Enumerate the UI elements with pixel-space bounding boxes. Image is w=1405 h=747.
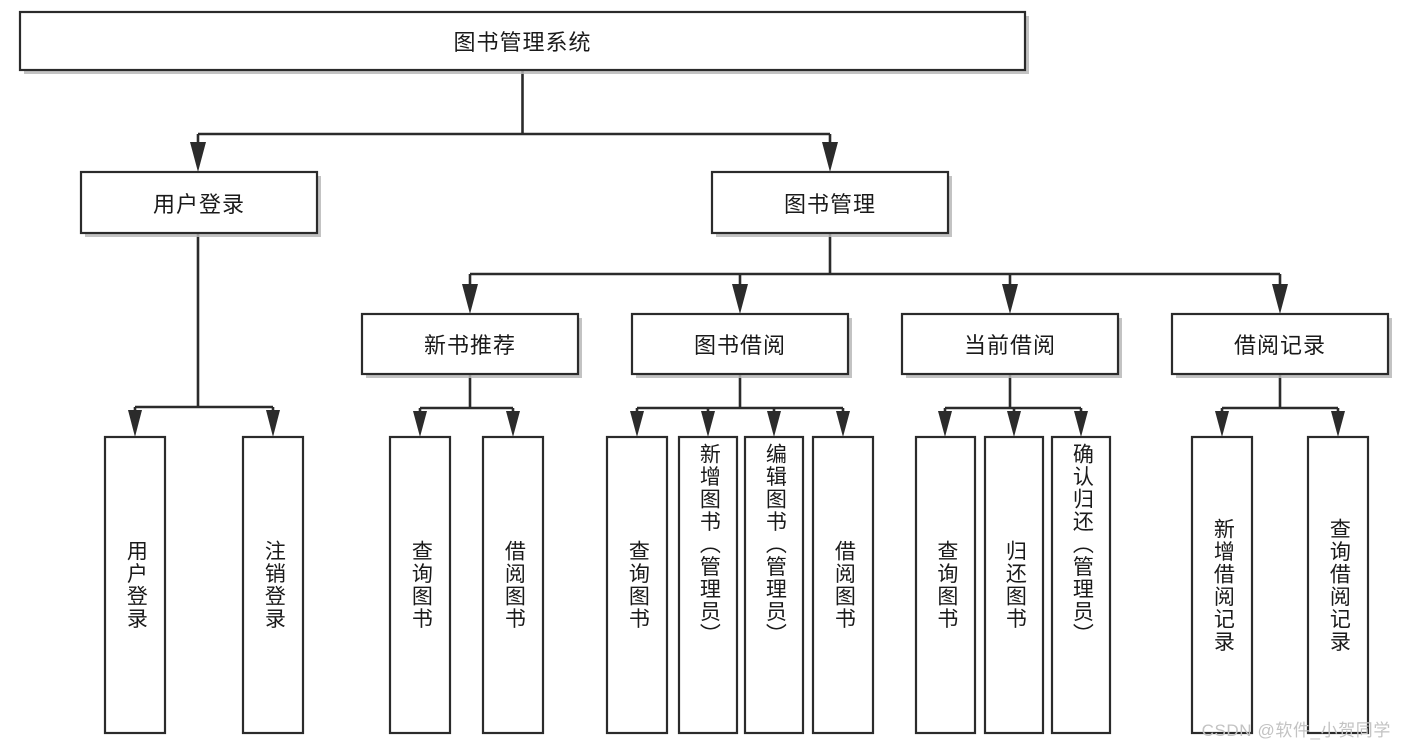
- arrow-leaf-return-book: [1007, 411, 1021, 437]
- arrow-to-current-borrow: [1002, 284, 1018, 314]
- leaf-box-12[interactable]: [1306, 435, 1370, 735]
- arrow-leaf-borrow-book-b: [836, 411, 850, 437]
- arrow-leaf-query-book-b: [630, 411, 644, 437]
- leaf-box-2[interactable]: [388, 435, 452, 735]
- leaf-box-6[interactable]: [743, 435, 805, 735]
- node-book-mgmt-box[interactable]: [710, 170, 950, 235]
- arrow-leaf-edit-book: [767, 411, 781, 437]
- node-new-book-rec-box[interactable]: [360, 312, 580, 376]
- arrow-to-new-book-rec: [462, 284, 478, 314]
- csdn-watermark: CSDN @软件_小贺同学: [1201, 721, 1391, 740]
- root-node-box[interactable]: [18, 10, 1027, 72]
- node-current-borrow-box[interactable]: [900, 312, 1120, 376]
- node-book-borrow-box[interactable]: [630, 312, 850, 376]
- leaf-box-9[interactable]: [983, 435, 1045, 735]
- edges-group: [128, 70, 1345, 437]
- arrow-leaf-query-book-c: [938, 411, 952, 437]
- arrow-leaf-add-book: [701, 411, 715, 437]
- leaf-box-10[interactable]: [1050, 435, 1112, 735]
- arrow-leaf-query-record: [1331, 411, 1345, 437]
- arrow-to-book-mgmt: [822, 142, 838, 172]
- arrow-leaf-user-login: [128, 410, 142, 437]
- arrow-to-borrow-record: [1272, 284, 1288, 314]
- leaf-box-11[interactable]: [1190, 435, 1254, 735]
- leaf-box-0[interactable]: [103, 435, 167, 735]
- arrow-to-user-login: [190, 142, 206, 172]
- nodes-group: [18, 10, 1392, 735]
- leaf-box-5[interactable]: [677, 435, 739, 735]
- leaf-box-7[interactable]: [811, 435, 875, 735]
- node-borrow-record-box[interactable]: [1170, 312, 1390, 376]
- leaf-box-1[interactable]: [241, 435, 305, 735]
- node-user-login-box[interactable]: [79, 170, 319, 235]
- leaf-box-3[interactable]: [481, 435, 545, 735]
- leaf-box-8[interactable]: [914, 435, 977, 735]
- arrow-leaf-add-record: [1215, 411, 1229, 437]
- arrow-leaf-query-book-a: [413, 411, 427, 437]
- arrow-leaf-logout: [266, 410, 280, 437]
- arrow-to-book-borrow: [732, 284, 748, 314]
- leaf-box-4[interactable]: [605, 435, 669, 735]
- arrow-leaf-borrow-book-a: [506, 411, 520, 437]
- arrow-leaf-confirm-return: [1074, 411, 1088, 437]
